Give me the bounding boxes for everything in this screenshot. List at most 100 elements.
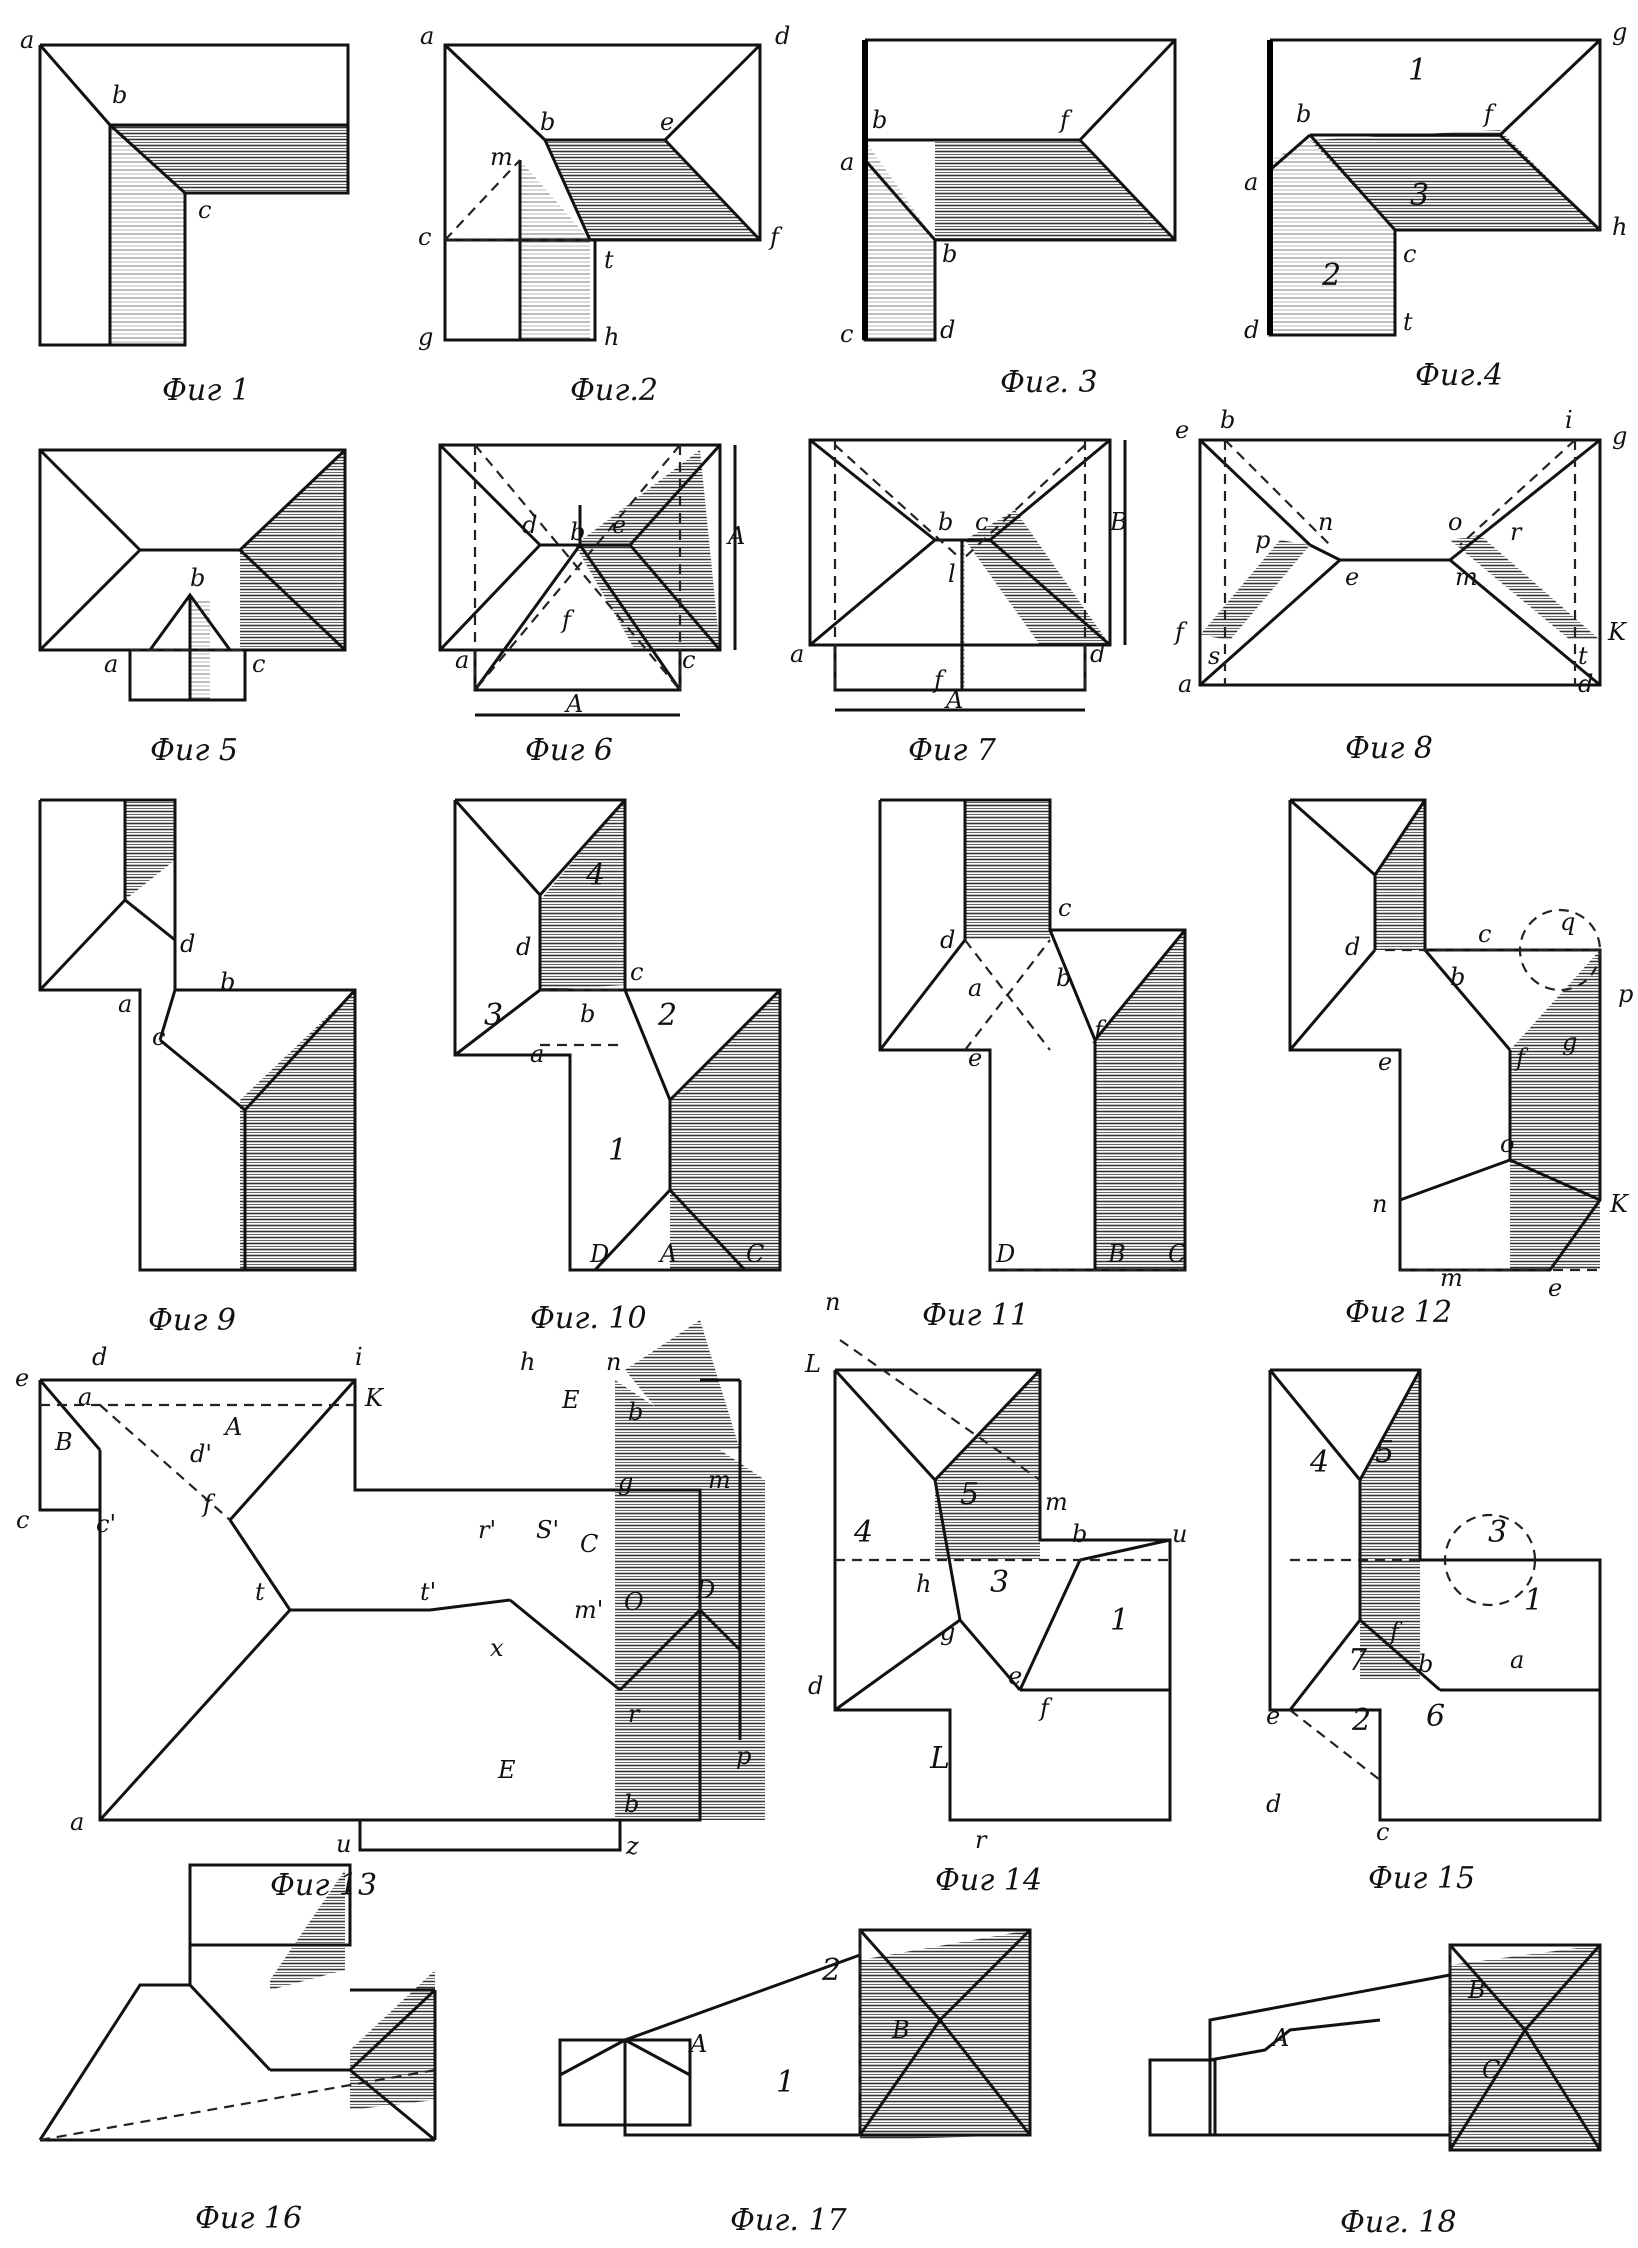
label-f8-15: d (1578, 670, 1593, 698)
caption-fig-17: Фиг. 17 (730, 2203, 848, 2238)
label-f8-8: e (1345, 563, 1359, 591)
label-f11-6: D (995, 1240, 1015, 1268)
label-f13-12: m (708, 1466, 731, 1494)
label-f6-7: A (564, 690, 583, 718)
label-f12-8: o (1500, 1130, 1514, 1158)
label-f14-8: 3 (990, 1565, 1009, 1600)
caption-fig-2: Фиг.2 (570, 373, 658, 408)
label-f3-1: f (1058, 106, 1073, 134)
label-f8-7: r (1510, 518, 1523, 546)
label-f6-0: d (522, 511, 537, 539)
label-f15-12: c (1376, 1818, 1389, 1846)
label-f13-10: d' (190, 1440, 212, 1468)
figure-captions: Фиг 1 Фиг.2 Фиг. 3 Фиг.4 Фиг 5 Фиг 6 Фиг… (148, 358, 1503, 2240)
label-f8-12: t (1578, 642, 1588, 670)
label-f18-0: B (1467, 1976, 1486, 2004)
label-f2-8: g (418, 323, 433, 351)
label-f7-0: b (938, 508, 953, 536)
label-f13-28: p (736, 1742, 751, 1770)
label-f17-2: B (891, 2016, 910, 2044)
label-f14-15: r (975, 1826, 988, 1854)
label-f12-5: e (1378, 1048, 1392, 1076)
caption-fig-7: Фиг 7 (908, 733, 997, 768)
figure-11 (878, 798, 1187, 1272)
label-f13-27: r (628, 1700, 641, 1728)
label-f12-12: e (1548, 1274, 1562, 1302)
label-f13-21: t' (420, 1578, 436, 1606)
figure-9 (38, 798, 357, 1272)
label-f13-23: m' (574, 1596, 603, 1624)
label-f4-8: 2 (1321, 258, 1341, 293)
label-f13-18: S' (536, 1516, 559, 1544)
label-f8-4: p (1255, 526, 1270, 554)
label-f15-1: 5 (1375, 1435, 1394, 1470)
label-f5-2: c (252, 650, 265, 678)
label-f10-8: D (589, 1240, 609, 1268)
caption-fig-18: Фиг. 18 (1340, 2205, 1457, 2240)
label-f10-6: a (530, 1040, 544, 1068)
label-f4-3: f (1482, 100, 1497, 128)
label-f17-0: 2 (821, 1953, 841, 1988)
label-f12-4: p (1618, 980, 1633, 1008)
label-f3-4: c (840, 320, 853, 348)
label-f8-14: a (1178, 670, 1192, 698)
caption-fig-10: Фиг. 10 (530, 1301, 647, 1336)
label-f8-0: e (1175, 416, 1189, 444)
figure-8 (1198, 438, 1602, 687)
label-f8-9: m (1455, 563, 1478, 591)
label-f8-5: n (1318, 508, 1333, 536)
label-f5-0: b (190, 564, 205, 592)
figure-1 (38, 43, 350, 347)
label-f7-6: d (1090, 640, 1105, 668)
label-f8-1: b (1220, 406, 1235, 434)
figure-5 (38, 448, 347, 702)
label-f13-16: f (201, 1490, 216, 1518)
label-f14-14: f (1038, 1694, 1053, 1722)
label-f13-24: D (695, 1576, 715, 1604)
label-f11-7: B (1107, 1240, 1126, 1268)
label-f13-1: i (355, 1343, 363, 1371)
label-f10-5: 2 (657, 998, 677, 1033)
figure-7 (808, 438, 1127, 712)
label-f6-2: e (612, 511, 626, 539)
label-f14-13: L (929, 1741, 950, 1776)
label-f15-6: a (1510, 1646, 1524, 1674)
label-f14-10: g (940, 1618, 955, 1646)
label-f9-2: a (118, 990, 132, 1018)
label-f18-1: A (1270, 2024, 1289, 2052)
label-f13-13: K (364, 1384, 385, 1412)
label-f10-4: b (580, 1000, 595, 1028)
label-f8-3: g (1612, 422, 1627, 450)
label-f3-5: d (940, 316, 955, 344)
label-f13-30: u (336, 1830, 351, 1858)
label-f15-11: d (1266, 1790, 1281, 1818)
label-f15-2: 3 (1488, 1515, 1507, 1550)
label-f5-1: a (104, 650, 118, 678)
label-f13-19: r' (478, 1516, 496, 1544)
label-f9-1: b (220, 968, 235, 996)
figure-13 (38, 1320, 765, 1852)
label-f11-8: C (1168, 1240, 1186, 1268)
label-f13-4: e (15, 1364, 29, 1392)
label-f13-32: z (625, 1832, 639, 1860)
label-f11-5: e (968, 1044, 982, 1072)
label-f7-4: a (790, 640, 804, 668)
label-f3-0: b (872, 106, 887, 134)
label-f13-26: E (497, 1756, 516, 1784)
label-f9-0: d (180, 930, 195, 958)
label-f10-10: C (746, 1240, 764, 1268)
label-f14-5: u (1172, 1520, 1187, 1548)
figure-17 (558, 1928, 1032, 2140)
figure-16 (38, 1863, 437, 2142)
caption-fig-6: Фиг 6 (525, 733, 613, 768)
label-f14-6: 4 (853, 1515, 873, 1550)
caption-fig-9: Фиг 9 (148, 1303, 236, 1338)
label-f7-7: A (944, 686, 963, 714)
label-f13-9: b (628, 1398, 643, 1426)
label-f17-1: A (688, 2030, 707, 2058)
label-f10-2: c (630, 958, 643, 986)
label-f8-6: o (1448, 508, 1462, 536)
label-f14-7: h (916, 1570, 931, 1598)
label-f4-7: c (1403, 240, 1416, 268)
